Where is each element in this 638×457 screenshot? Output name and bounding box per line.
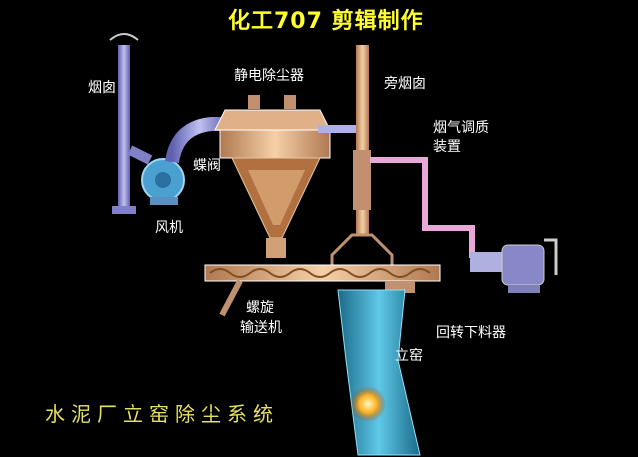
- flue-gas-conditioning-device: [370, 157, 558, 293]
- diagram-caption: 水泥厂立窑除尘系统: [45, 402, 279, 426]
- chimney: [109, 33, 139, 214]
- page-title: 化工707 剪辑制作: [228, 9, 424, 34]
- inlet-duct: [165, 117, 227, 164]
- label-chimney: 烟囱: [88, 80, 116, 96]
- label-fan: 风机: [155, 220, 183, 236]
- label-rotary-feeder: 回转下料器: [436, 325, 506, 341]
- label-conditioning-2: 装置: [433, 139, 461, 155]
- label-shaft-kiln: 立窑: [395, 348, 423, 364]
- label-screw-2: 输送机: [240, 320, 282, 336]
- screw-conveyor: [204, 264, 441, 317]
- bypass-chimney: [330, 45, 394, 270]
- label-screw-1: 螺旋: [246, 300, 274, 316]
- shaft-kiln: [337, 289, 421, 456]
- label-bypass-chimney: 旁烟囱: [384, 76, 426, 92]
- label-conditioning-1: 烟气调质: [433, 120, 489, 136]
- label-butterfly-valve: 蝶阀: [193, 158, 221, 174]
- label-precipitator: 静电除尘器: [234, 68, 304, 84]
- fan: [127, 145, 185, 205]
- electrostatic-precipitator: [214, 95, 358, 258]
